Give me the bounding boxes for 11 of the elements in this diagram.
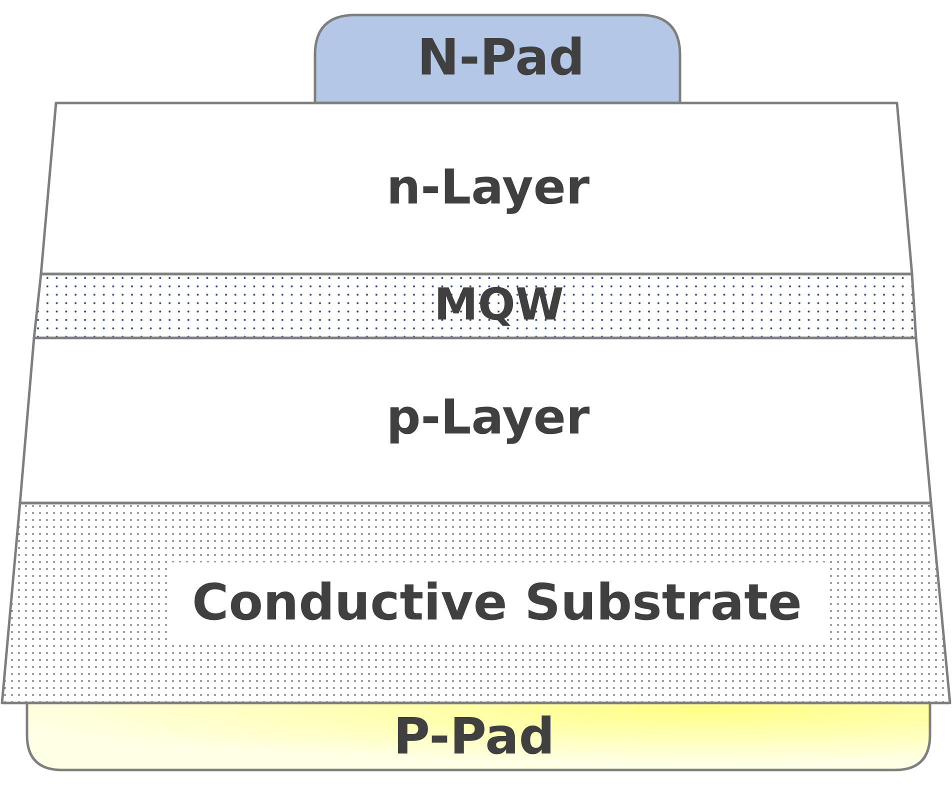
substrate-layer	[2, 503, 950, 703]
layer-label: n-Layer	[386, 160, 590, 216]
semiconductor-layer	[20, 338, 931, 503]
pad-label: P-Pad	[393, 708, 555, 766]
contact-pad	[27, 703, 930, 770]
pad-label: N-Pad	[417, 29, 585, 87]
contact-pad	[315, 15, 680, 103]
layer-label: MQW	[434, 280, 564, 332]
semiconductor-layer	[41, 103, 912, 274]
quantum-well-layer	[34, 274, 916, 338]
layer-label: p-Layer	[386, 390, 590, 446]
